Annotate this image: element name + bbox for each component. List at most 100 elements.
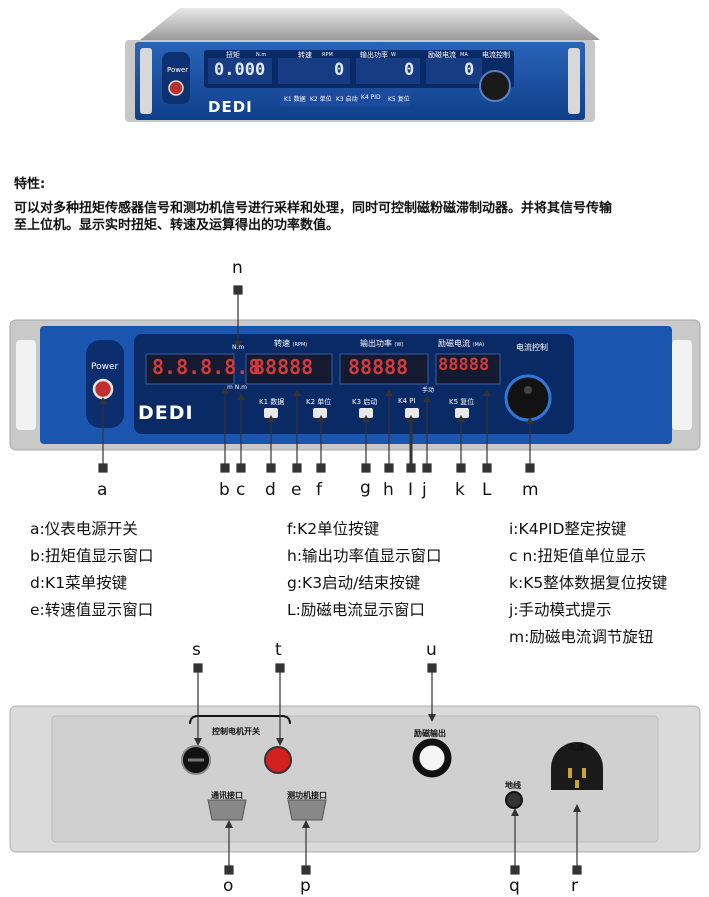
excitation-output-label: 励磁输出 [414,729,446,738]
legend-item: b:扭矩值显示窗口 [30,547,154,565]
dyno-port [287,799,327,821]
photo-reading-current: 0 [464,60,475,80]
power-socket-label: 电源 [568,743,584,752]
photo-button-k4: K4 PID [361,94,381,101]
excitation-output-connector [412,738,452,778]
callout-i: I [408,480,414,500]
front-btn-k4-label: K4 PI [398,397,416,405]
legend-item: m:励磁电流调节旋钮 [509,628,654,646]
photo-power-label: Power [167,66,189,74]
photo-button-k3: K3 启动 [336,96,358,103]
photo-handle-left [140,48,152,114]
front-display-current: 88888 [438,355,490,375]
legend-item: a:仪表电源开关 [30,520,138,538]
callout-j: j [422,480,427,500]
photo-header-torque: 扭矩 [226,51,240,59]
chassis-top [140,8,600,40]
photo-handle-right [568,48,580,114]
front-handle-left [16,340,36,430]
callout-b: b [219,480,230,500]
photo-unit-speed: RPM [322,52,333,58]
front-unit-top: N.m [232,344,245,351]
photo-unit-torque: N.m [256,52,267,58]
callout-a: a [97,480,108,500]
callout-o: o [223,876,234,896]
front-btn-k2-label: K2 单位 [306,398,332,406]
photo-reading-torque: 0.000 [214,60,266,80]
comm-port-label: 通讯接口 [211,791,243,800]
legend-item: k:K5整体数据复位按键 [509,574,668,592]
switch-label: 控制电机开关 [212,727,260,736]
callout-q: q [509,876,520,896]
photo-unit-current: MA [460,52,468,58]
dyno-port-label: 测功机接口 [287,791,327,800]
legend-item: d:K1菜单按键 [30,574,128,592]
callout-h: h [383,480,394,500]
legend-item: f:K2单位按键 [287,520,380,538]
photo-header-current: 励磁电流 [428,51,456,59]
switch-bracket [189,715,291,725]
legend-item: g:K3启动/结束按键 [287,574,421,592]
photo-button-k2: K2 单位 [310,96,332,103]
front-handle-right [672,340,692,430]
front-current-header: 励磁电流 (MA) [438,339,485,348]
photo-header-power: 输出功率 [360,51,388,59]
features-text: 可以对多种扭矩传感器信号和测功机信号进行采样和处理，同时可控制磁粉磁滞制动器。并… [14,201,613,233]
legend-item: e:转速值显示窗口 [30,601,154,619]
front-display-power: 88888 [348,355,409,379]
front-btn-k5-label: K5 复位 [449,398,475,406]
front-unit-bottom: m N.m [227,384,247,391]
control-motor-switch-red[interactable] [264,746,292,774]
callout-s: s [192,640,201,660]
front-btn-k1[interactable] [264,408,278,418]
callout-c: c [236,480,246,500]
front-speed-header: 转速 (RPM) [274,339,308,348]
photo-reading-speed: 0 [334,60,345,80]
front-btn-k1-label: K1 数据 [259,398,285,406]
front-btn-k3-label: K3 启动 [352,398,378,406]
front-btn-k4[interactable] [405,408,419,418]
front-brand-logo: DEDI [138,402,194,424]
front-btn-k2[interactable] [313,408,327,418]
legend-item: j:手动模式提示 [509,601,612,619]
front-panel-svg [9,285,701,473]
front-power-label: Power [91,362,119,372]
callout-f: f [316,480,322,500]
front-display-speed: 88888 [253,355,314,379]
power-socket [551,742,603,790]
front-display-torque: 8.8.8.8.8 [152,355,261,379]
front-control-header: 电流控制 [516,343,548,352]
photo-unit-power: W [391,52,396,58]
legend-item: h:输出功率值显示窗口 [287,547,442,565]
callout-e: e [291,480,302,500]
callout-m: m [522,480,539,500]
photo-header-speed: 转速 [298,51,312,59]
callout-g: g [360,478,371,498]
legend-item: c n:扭矩值单位显示 [509,547,646,565]
callout-t: t [275,640,282,660]
photo-button-k5: K5 复位 [388,96,410,103]
front-manual-label: 手动 [422,387,435,394]
front-knob[interactable] [504,374,552,422]
legend-item: L:励磁电流显示窗口 [287,601,425,619]
photo-header-control: 电流控制 [482,51,510,59]
callout-n: n [232,258,243,278]
callout-d: d [265,480,276,500]
photo-reading-power: 0 [404,60,415,80]
front-btn-k3[interactable] [359,408,373,418]
ground-terminal [505,791,523,809]
callout-p: p [300,876,311,896]
photo-power-switch [168,80,184,96]
photo-brand-logo: DEDI [208,98,253,116]
front-btn-k5[interactable] [455,408,469,418]
callout-k: k [455,480,465,500]
photo-svg [125,8,600,122]
comm-port [207,799,247,821]
callout-l: L [482,480,492,500]
legend-item: i:K4PID整定按键 [509,520,627,538]
photo-button-k1: K1 数据 [284,96,306,103]
ground-label: 地线 [505,781,521,790]
features-title: 特性: [14,177,46,192]
callout-u: u [426,640,437,660]
